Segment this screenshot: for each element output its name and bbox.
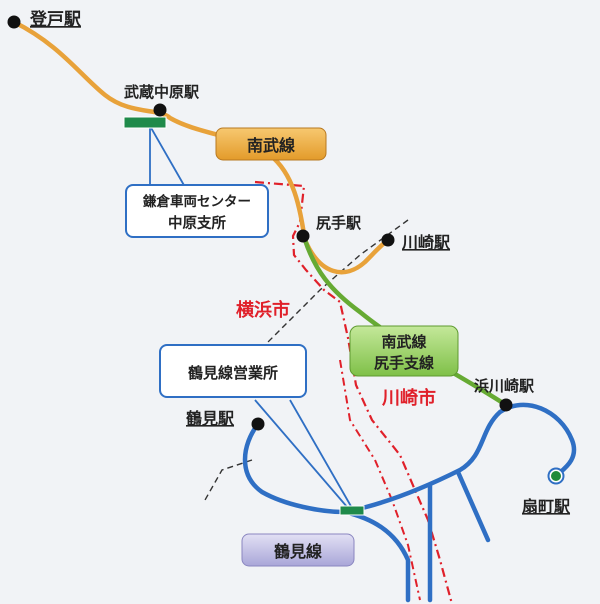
station-dot-kawasaki	[381, 233, 395, 247]
tsurumi-line-path	[242, 402, 577, 515]
kamakura-depot-marker	[123, 116, 167, 129]
station-dot-shitte	[296, 229, 310, 243]
station-label-ogimachi: 扇町駅	[522, 497, 571, 516]
tsurumi-office-marker	[339, 505, 365, 516]
kamakura-depot-label-2: 中原支所	[168, 214, 226, 232]
kamakura-connector	[149, 125, 186, 188]
office-connector	[254, 399, 349, 509]
nambu-line-badge	[215, 127, 327, 161]
kamakura-depot-label-1: 鎌倉車両センター	[142, 193, 251, 210]
tsurumi-office-box	[159, 344, 307, 398]
district-line	[249, 219, 409, 361]
station-label-tsurumi: 鶴見駅	[186, 409, 235, 428]
district-line	[204, 459, 253, 501]
station-dot-hama-kawasaki	[499, 398, 513, 412]
city-border-branch	[339, 359, 421, 601]
tsurumi-line-label: 鶴見線	[274, 542, 322, 561]
tsurumi-office-label: 鶴見線営業所	[188, 364, 278, 382]
city-label-kawasaki: 川崎市	[381, 387, 436, 409]
kamakura-depot-box	[125, 184, 269, 238]
city-label-yokohama: 横浜市	[236, 299, 290, 321]
nambu-line-label: 南武線	[247, 136, 295, 155]
tsurumi-branch-3	[455, 469, 491, 543]
station-dot-ogimachi-inner	[551, 471, 561, 481]
nambu-branch-label-1: 南武線	[381, 333, 426, 351]
station-label-kawasaki: 川崎駅	[401, 233, 451, 252]
tsurumi-line-badge	[241, 533, 355, 567]
station-label-hama-kawasaki: 浜川崎駅	[474, 377, 535, 395]
city-border	[254, 180, 454, 604]
station-dot-musashi-nakahara	[153, 103, 167, 117]
station-label-musashi-nakahara: 武蔵中原駅	[124, 83, 200, 101]
station-dot-noborito	[7, 15, 21, 29]
office-connector	[289, 399, 353, 509]
station-dot-tsurumi	[251, 417, 265, 431]
nambu-branch-badge	[349, 325, 459, 377]
nambu-branch-path	[302, 237, 509, 408]
station-label-shitte: 尻手駅	[316, 214, 362, 232]
nambu-branch-label-2: 尻手支線	[374, 354, 434, 372]
station-label-noborito: 登戸駅	[29, 9, 82, 30]
